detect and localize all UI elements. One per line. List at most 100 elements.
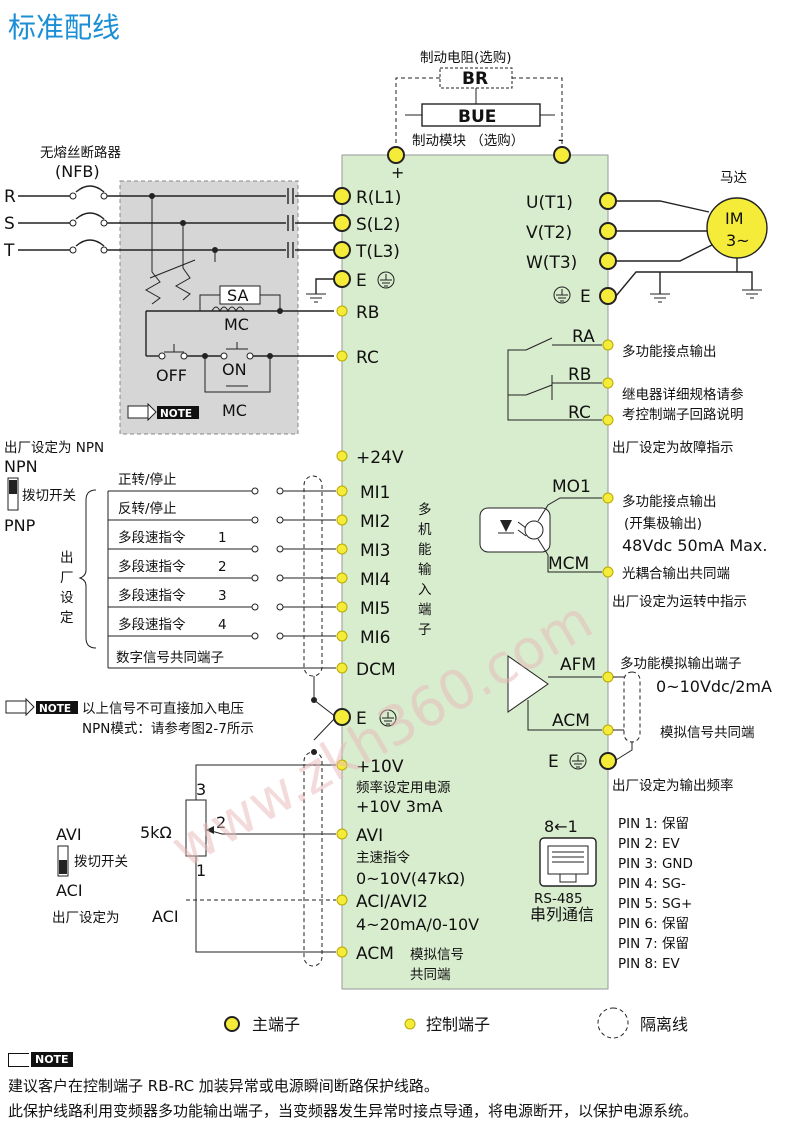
pot-label: 5kΩ bbox=[140, 823, 172, 842]
note-arrow-icon bbox=[8, 1052, 29, 1067]
npn-default-label: 出厂设定为 NPN bbox=[4, 440, 104, 456]
terminal-rb-out[interactable] bbox=[602, 377, 614, 389]
legend-control-icon bbox=[404, 1018, 416, 1030]
mi5-row: 多段速指令 3 MI5 bbox=[108, 587, 391, 619]
terminal-e-output[interactable] bbox=[599, 287, 617, 305]
p10-label: +10V bbox=[356, 757, 404, 777]
u-t1-label: U(T1) bbox=[526, 193, 573, 213]
rc-desc: 出厂设定为故障指示 bbox=[612, 440, 734, 456]
terminal-rc-out[interactable] bbox=[602, 414, 614, 426]
avi-switch-label: AVI bbox=[56, 825, 82, 844]
terminal-24v[interactable] bbox=[336, 450, 348, 462]
terminal-mi5[interactable] bbox=[336, 601, 348, 613]
r-l1-label: R(L1) bbox=[356, 188, 401, 208]
avi-label: AVI bbox=[356, 826, 383, 846]
terminal-afm-e[interactable] bbox=[599, 752, 617, 770]
terminal-10v[interactable] bbox=[336, 759, 348, 771]
terminal-afm[interactable] bbox=[602, 671, 614, 683]
svg-text:MI5: MI5 bbox=[360, 599, 391, 619]
terminal-afm-acm[interactable] bbox=[602, 724, 614, 736]
e-output-label: E bbox=[580, 287, 591, 307]
t-l3-label: T(L3) bbox=[355, 242, 400, 262]
factory-v1: 厂 bbox=[60, 570, 74, 586]
breaker-label: 无熔丝断路器 bbox=[40, 145, 121, 161]
svg-text:多段速指令: 多段速指令 bbox=[118, 587, 186, 604]
terminal-plus[interactable] bbox=[387, 146, 405, 164]
optocoupler-icon bbox=[479, 507, 551, 553]
terminal-mi6[interactable] bbox=[336, 630, 348, 642]
rb-label: RB bbox=[356, 303, 379, 323]
svg-text:PIN 5: SG+: PIN 5: SG+ bbox=[618, 896, 692, 912]
terminal-mi2[interactable] bbox=[336, 514, 348, 526]
mc2-label: MC bbox=[222, 401, 247, 420]
terminal-rb[interactable] bbox=[336, 305, 348, 317]
terminal-w-t3[interactable] bbox=[599, 252, 617, 270]
svg-text:MI6: MI6 bbox=[360, 628, 391, 648]
p10-desc1: 频率设定用电源 bbox=[356, 779, 451, 796]
terminal-t-l3[interactable] bbox=[333, 241, 351, 259]
svg-text:PIN 2: EV: PIN 2: EV bbox=[618, 836, 680, 852]
terminal-mi3[interactable] bbox=[336, 543, 348, 555]
svg-text:多段速指令: 多段速指令 bbox=[118, 558, 186, 575]
svg-text:子: 子 bbox=[418, 622, 432, 638]
afm-amplifier-icon bbox=[507, 655, 549, 713]
terminal-u-t1[interactable] bbox=[599, 192, 617, 210]
mi3-row: 多段速指令 1 MI3 bbox=[108, 529, 391, 561]
rb-desc: 继电器详细规格请参 bbox=[622, 386, 744, 403]
afm-e-label: E bbox=[548, 752, 559, 772]
rj45-port-icon[interactable] bbox=[539, 837, 597, 887]
svg-text:PIN 6: 保留: PIN 6: 保留 bbox=[618, 916, 689, 932]
svg-text:PIN 1: 保留: PIN 1: 保留 bbox=[618, 816, 689, 832]
analog-factory: 出厂设定为 bbox=[52, 910, 120, 926]
s-l2-label: S(L2) bbox=[356, 215, 400, 235]
mo1-desc1: 多功能接点输出 bbox=[622, 493, 717, 510]
terminal-mi4[interactable] bbox=[336, 572, 348, 584]
warning-line1: 以上信号不可直接加入电压 bbox=[82, 700, 244, 717]
rs485-name: RS-485 bbox=[534, 891, 583, 907]
svg-text:能: 能 bbox=[418, 542, 432, 558]
phase-t-line: T bbox=[3, 239, 334, 261]
warning-line2: NPN模式：请参考图2-7所示 bbox=[82, 720, 254, 737]
aci-label: ACI/AVI2 bbox=[356, 892, 428, 912]
terminal-v-t2[interactable] bbox=[599, 222, 617, 240]
rc-out-label: RC bbox=[568, 403, 591, 423]
pin2-label: 2 bbox=[216, 813, 226, 832]
terminal-mi1[interactable] bbox=[336, 485, 348, 497]
legend-control-label: 控制端子 bbox=[426, 1015, 490, 1034]
legend-main-icon bbox=[224, 1016, 240, 1032]
terminal-s-l2[interactable] bbox=[333, 214, 351, 232]
svg-text:多: 多 bbox=[418, 501, 432, 518]
footnote-line2: 此保护线路利用变频器多功能输出端子，当变频器发生异常时接点导通，将电源断开，以保… bbox=[8, 1101, 699, 1120]
aci-switch-label: ACI bbox=[56, 881, 83, 900]
terminal-e-mid[interactable] bbox=[333, 708, 351, 726]
rb-out-label: RB bbox=[568, 365, 591, 385]
terminal-minus[interactable] bbox=[553, 146, 571, 164]
acm-label: ACM bbox=[356, 944, 394, 964]
factory-v3: 定 bbox=[60, 610, 74, 626]
dcm-label: DCM bbox=[356, 660, 396, 680]
afm-desc1: 多功能模拟输出端子 bbox=[620, 655, 742, 672]
breaker-abbr: (NFB) bbox=[55, 162, 100, 181]
terminal-mcm[interactable] bbox=[602, 566, 614, 578]
motor-phase: 3~ bbox=[726, 231, 750, 250]
rc-label: RC bbox=[356, 348, 379, 368]
w-t3-label: W(T3) bbox=[526, 253, 577, 273]
terminal-mo1[interactable] bbox=[602, 492, 614, 504]
terminal-acm[interactable] bbox=[336, 946, 348, 958]
multi-input-vertical-label: 多 机 能 输 入 端 子 bbox=[418, 501, 432, 638]
mo1-desc3: 48Vdc 50mA Max. bbox=[622, 536, 767, 555]
ra-label: RA bbox=[572, 327, 595, 347]
terminal-rc[interactable] bbox=[336, 350, 348, 362]
terminal-aci[interactable] bbox=[336, 894, 348, 906]
mi-inputs: 正转/停止 MI1 反转/停止 MI2 多段速指令 1 MI3 多段速指令 bbox=[107, 471, 396, 680]
terminal-ra[interactable] bbox=[602, 339, 614, 351]
terminal-avi[interactable] bbox=[336, 828, 348, 840]
mi6-row: 多段速指令 4 MI6 bbox=[108, 616, 391, 648]
terminal-dcm[interactable] bbox=[336, 662, 348, 674]
wiring-diagram: .w { stroke: #222; stroke-width: 1.4; fi… bbox=[3, 50, 772, 1039]
pin1-label: 1 bbox=[196, 861, 206, 880]
terminal-r-l1[interactable] bbox=[333, 187, 351, 205]
terminal-e-input[interactable] bbox=[333, 270, 351, 288]
mo-factory: 出厂设定为运转中指示 bbox=[612, 594, 747, 610]
svg-text:PIN 7: 保留: PIN 7: 保留 bbox=[618, 936, 689, 952]
